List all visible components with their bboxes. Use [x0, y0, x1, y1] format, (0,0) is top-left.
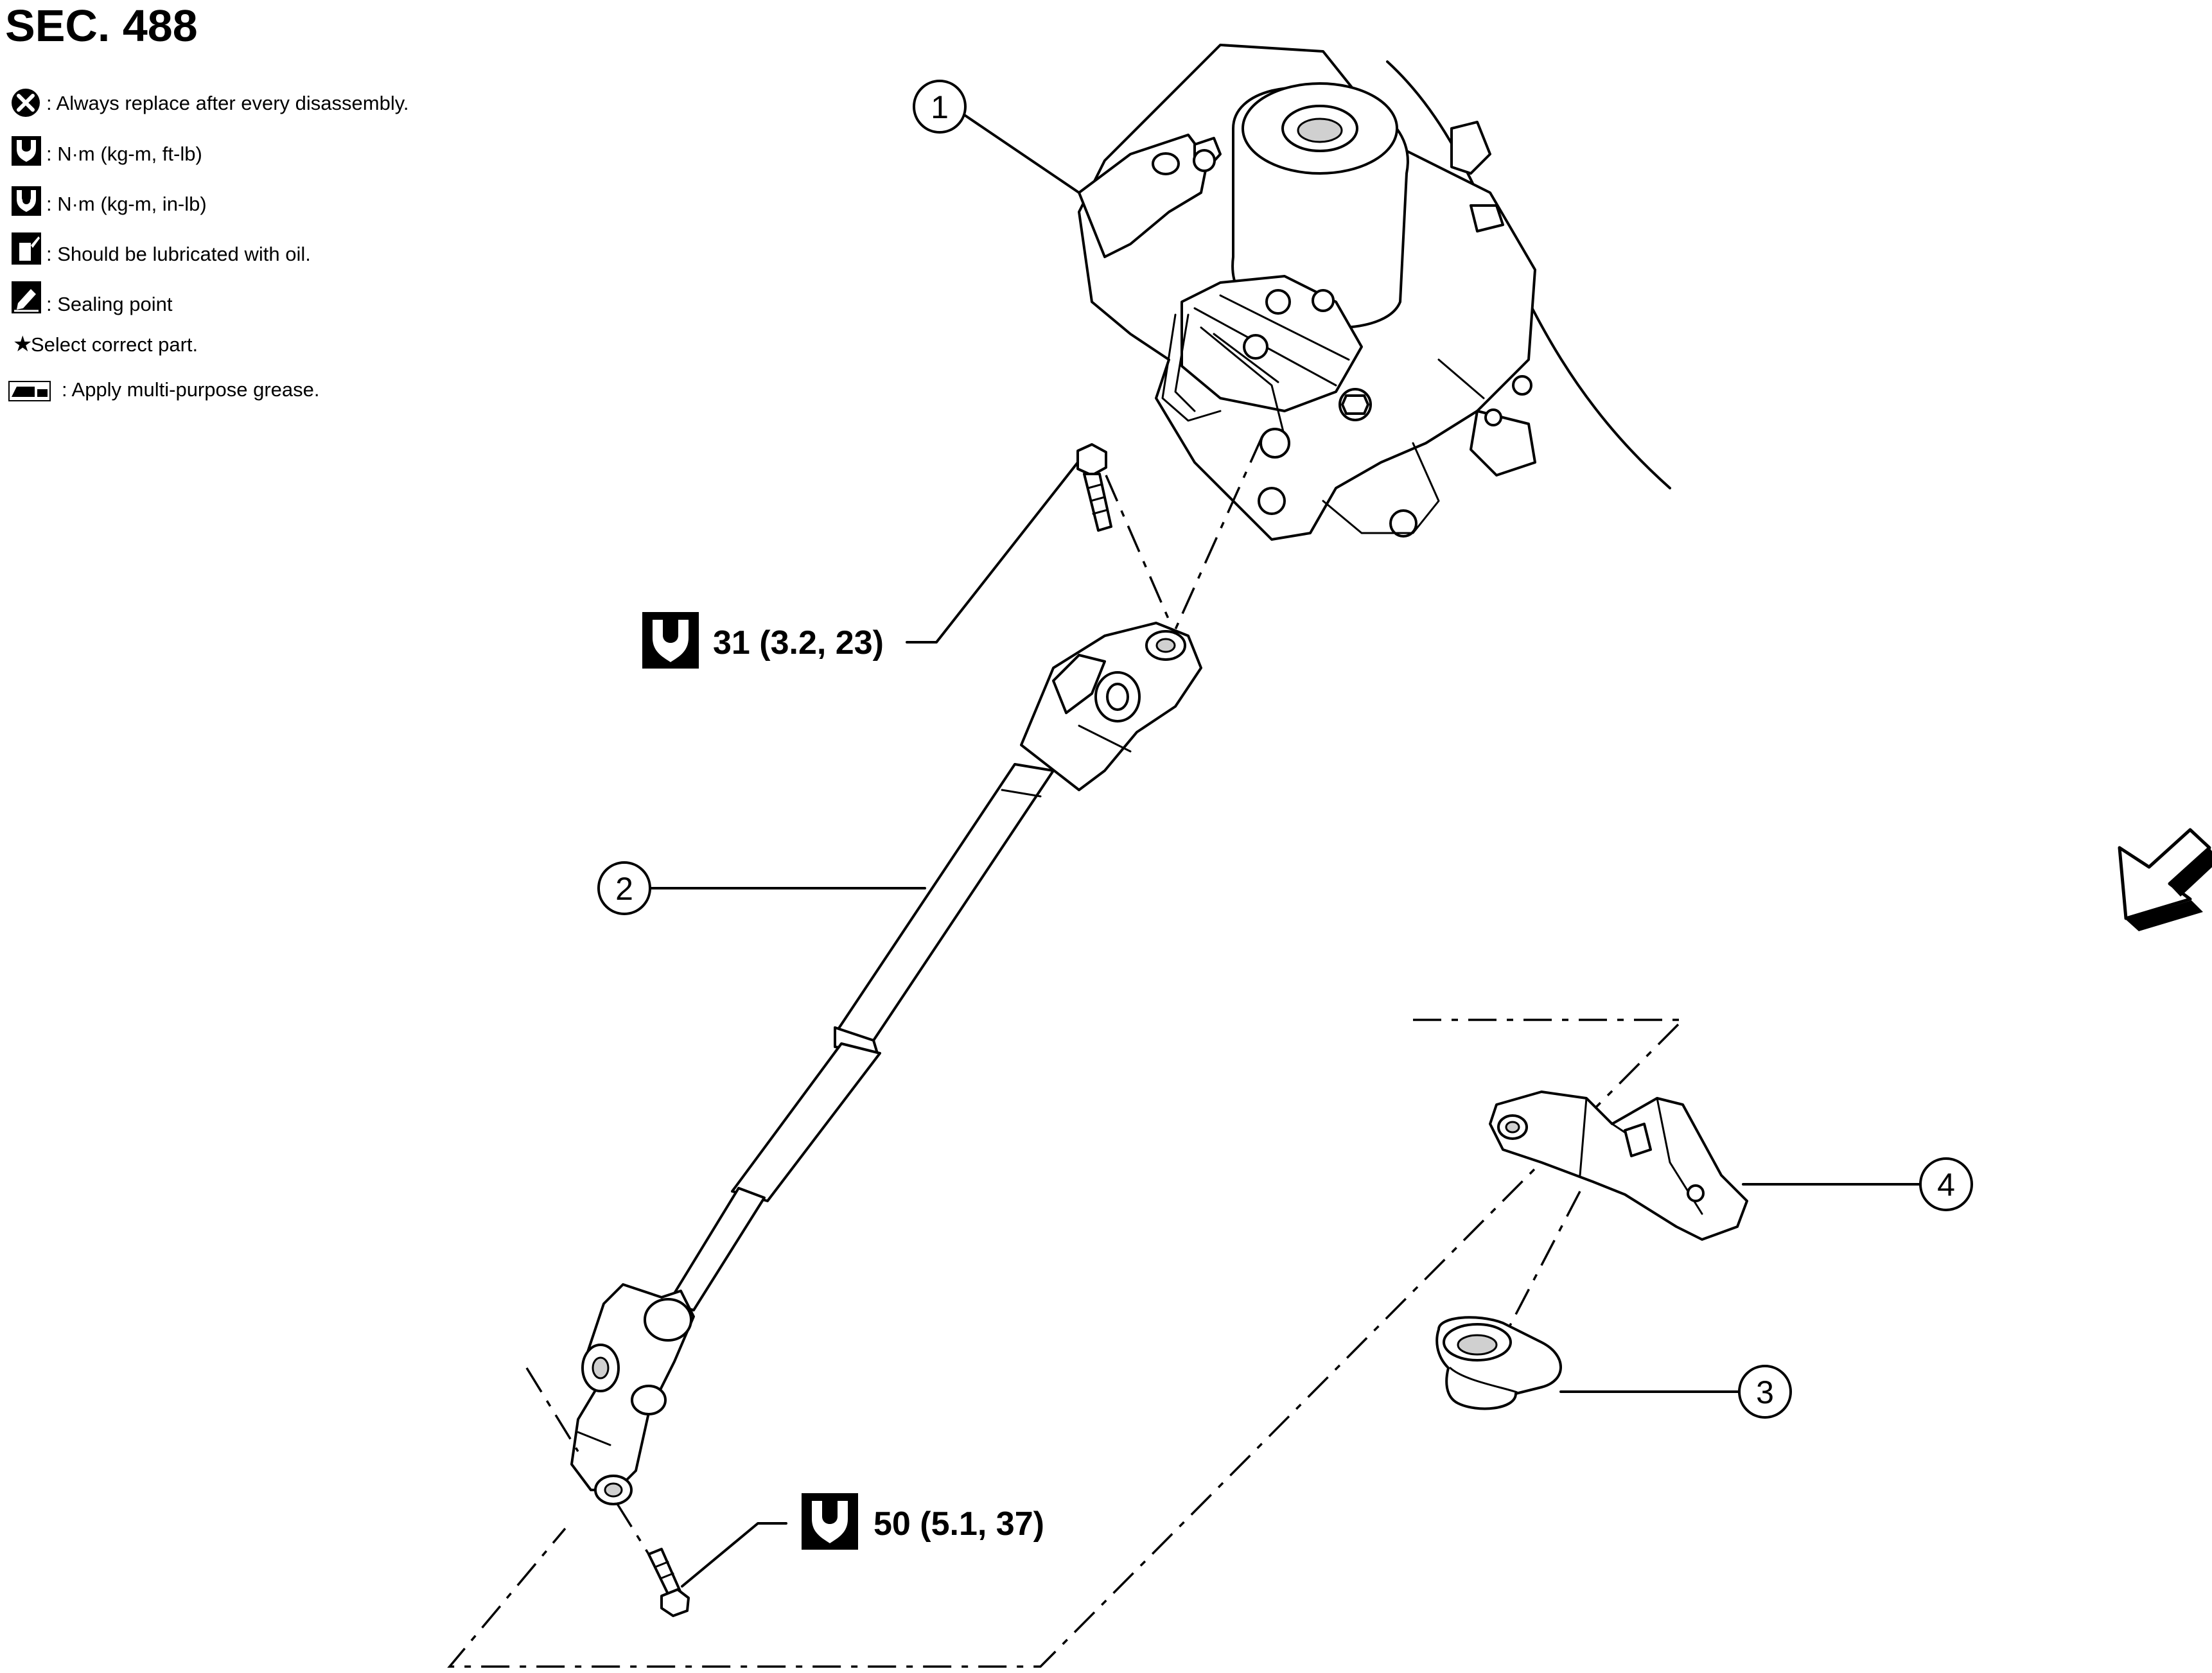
svg-text:4: 4	[1937, 1167, 1955, 1203]
steering-motor-assembly	[1078, 44, 1671, 541]
upper-torque-leader	[906, 461, 1079, 644]
legend-item-text: : Always replace after every disassembly…	[46, 92, 409, 114]
torque-wrench-ftlb-icon	[802, 1493, 858, 1550]
torque-wrench-ftlb-icon	[642, 612, 699, 669]
torque-wrench-ftlb-icon	[12, 136, 41, 166]
centerline-bolt	[1105, 475, 1172, 624]
lower-steering-shaft	[570, 622, 1202, 1505]
sealing-point-icon	[12, 281, 41, 313]
assembly-outline	[447, 1019, 1686, 1668]
lower-bolt	[647, 1548, 690, 1617]
legend-item-text: : Apply multi-purpose grease.	[62, 378, 320, 401]
legend-item-text: : Should be lubricated with oil.	[46, 243, 311, 265]
centerline-bracket	[1502, 1191, 1581, 1340]
view-direction-arrow-icon	[2118, 828, 2212, 931]
centerline-upper	[1174, 436, 1263, 630]
lower-torque-value: 50 (5.1, 37)	[873, 1505, 1044, 1543]
svg-text:3: 3	[1756, 1374, 1774, 1410]
legend-item-text: : N·m (kg-m, in-lb)	[46, 193, 207, 215]
callout-4: 4	[1742, 1157, 1973, 1211]
section-title: SEC. 488	[5, 1, 198, 51]
grommet	[1435, 1316, 1562, 1410]
callout-1: 1	[913, 80, 1080, 194]
oil-can-icon	[12, 232, 41, 265]
upper-torque-value: 31 (3.2, 23)	[713, 624, 884, 661]
legend: : Always replace after every disassembly…	[8, 89, 409, 401]
upper-bolt	[1076, 443, 1112, 532]
centerline-lower-bolt	[615, 1502, 650, 1555]
replace-part-icon	[12, 89, 40, 117]
legend-item-text: : Sealing point	[46, 293, 173, 315]
grease-icon	[8, 381, 51, 401]
lower-torque-spec: 50 (5.1, 37)	[802, 1493, 1044, 1550]
callout-2: 2	[597, 861, 926, 915]
callout-3: 3	[1559, 1365, 1792, 1419]
legend-item-text: : N·m (kg-m, ft-lb)	[46, 143, 202, 165]
torque-wrench-inlb-icon	[12, 186, 41, 216]
lower-torque-leader	[681, 1522, 787, 1588]
legend-item-text: Select correct part.	[31, 333, 198, 356]
svg-text:2: 2	[615, 871, 633, 907]
column-hole-cover-bracket	[1489, 1091, 1748, 1241]
star-icon: ★	[13, 331, 32, 357]
svg-text:1: 1	[931, 89, 949, 125]
centerline-lower-top	[525, 1367, 579, 1452]
upper-torque-spec: 31 (3.2, 23)	[642, 612, 884, 669]
